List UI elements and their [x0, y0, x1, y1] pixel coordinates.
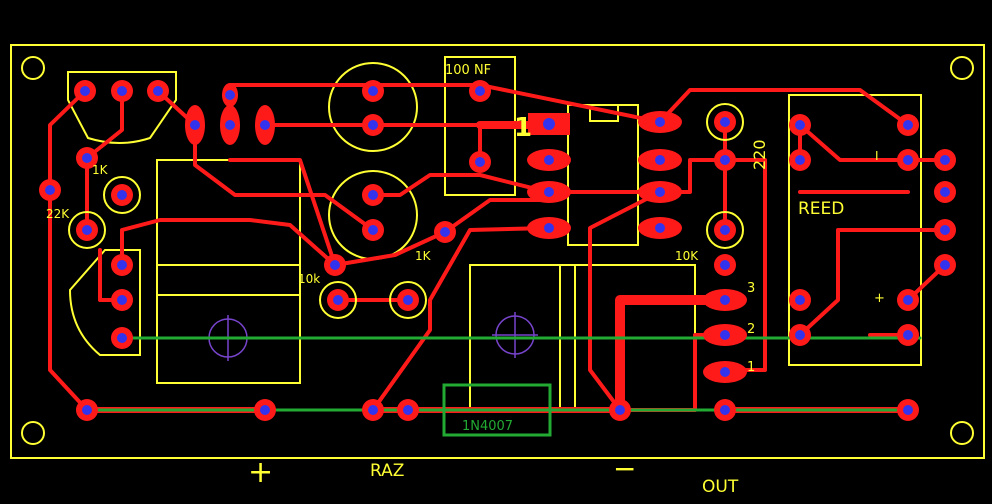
pin-3-label: 3 — [747, 281, 755, 296]
pin-1-label: 1 — [747, 360, 755, 375]
drill-hole — [368, 405, 378, 415]
drill-hole — [153, 86, 163, 96]
drill-hole — [117, 190, 127, 200]
drill-hole — [475, 86, 485, 96]
drill-hole — [260, 405, 270, 415]
diode-outline — [442, 383, 552, 437]
drill-hole — [368, 190, 378, 200]
terminal-plus-label: + — [248, 455, 273, 490]
reed-label: REED — [798, 199, 844, 219]
drill-hole — [544, 223, 554, 233]
copper-traces — [48, 83, 947, 415]
ic-pin1-hole — [543, 118, 555, 130]
diode-label: 1N4007 — [462, 419, 513, 434]
drill-hole — [368, 120, 378, 130]
drill-hole — [615, 405, 625, 415]
relay-minus-label: I — [875, 149, 879, 163]
r-22k-label: 22K — [46, 207, 70, 221]
drill-hole — [795, 330, 805, 340]
drill-hole — [720, 295, 730, 305]
drill-hole — [720, 260, 730, 270]
yellow-ringed-pads — [68, 103, 744, 319]
drill-hole — [903, 405, 913, 415]
drill-hole — [655, 117, 665, 127]
drill-hole — [368, 86, 378, 96]
drill-hole — [82, 153, 92, 163]
pin-one-marker: 1 — [514, 113, 532, 143]
drill-hole — [720, 330, 730, 340]
drill-hole — [260, 120, 270, 130]
round-pads — [39, 80, 956, 421]
mounting-holes — [21, 56, 974, 445]
board-outline — [10, 44, 985, 459]
r-10k-mid-label: 10k — [298, 272, 320, 286]
silkscreen-labels: 100 NF 1 220 REED 1K 22K 10k 1K 10K I + … — [46, 63, 885, 497]
drill-hole — [903, 155, 913, 165]
drill-hole — [45, 185, 55, 195]
drill-hole — [117, 86, 127, 96]
drill-hole — [655, 223, 665, 233]
drill-hole — [475, 157, 485, 167]
r-1k-left-label: 1K — [92, 163, 109, 177]
pin-2-label: 2 — [747, 322, 755, 337]
drill-hole — [795, 155, 805, 165]
drill-hole — [190, 120, 200, 130]
drill-hole — [82, 225, 92, 235]
drill-hole — [403, 405, 413, 415]
drill-hole — [720, 367, 730, 377]
r-10k-right-label: 10K — [675, 249, 699, 263]
drill-hole — [117, 333, 127, 343]
drill-hole — [440, 227, 450, 237]
drill-hole — [940, 260, 950, 270]
drill-hole — [940, 225, 950, 235]
drill-hole — [720, 405, 730, 415]
relay-plus-label: + — [874, 291, 885, 306]
oval-pads — [185, 83, 747, 383]
drill-hole — [544, 155, 554, 165]
terminal-raz-label: RAZ — [370, 461, 404, 481]
drill-hole — [720, 155, 730, 165]
drill-hole — [655, 155, 665, 165]
bottom-traces — [85, 336, 922, 412]
terminal-minus-label: − — [613, 452, 636, 485]
drill-hole — [903, 295, 913, 305]
drill-hole — [403, 295, 413, 305]
cap-100nf-label: 100 NF — [445, 63, 491, 78]
drill-hole — [720, 225, 730, 235]
r-1k-mid-label: 1K — [415, 249, 432, 263]
drill-hole — [333, 295, 343, 305]
drill-hole — [940, 187, 950, 197]
drill-hole — [795, 295, 805, 305]
drill-hole — [544, 187, 554, 197]
drill-hole — [368, 225, 378, 235]
drill-hole — [940, 155, 950, 165]
drill-hole — [655, 187, 665, 197]
drill-hole — [117, 260, 127, 270]
drill-hole — [330, 260, 340, 270]
drill-hole — [82, 405, 92, 415]
drill-hole — [903, 330, 913, 340]
drill-hole — [225, 90, 235, 100]
drill-hole — [903, 120, 913, 130]
drill-hole — [117, 295, 127, 305]
drill-hole — [80, 86, 90, 96]
r-220-label: 220 — [750, 139, 769, 170]
drill-hole — [720, 117, 730, 127]
terminal-out-label: OUT — [702, 477, 739, 497]
drill-hole — [225, 120, 235, 130]
drill-hole — [795, 120, 805, 130]
